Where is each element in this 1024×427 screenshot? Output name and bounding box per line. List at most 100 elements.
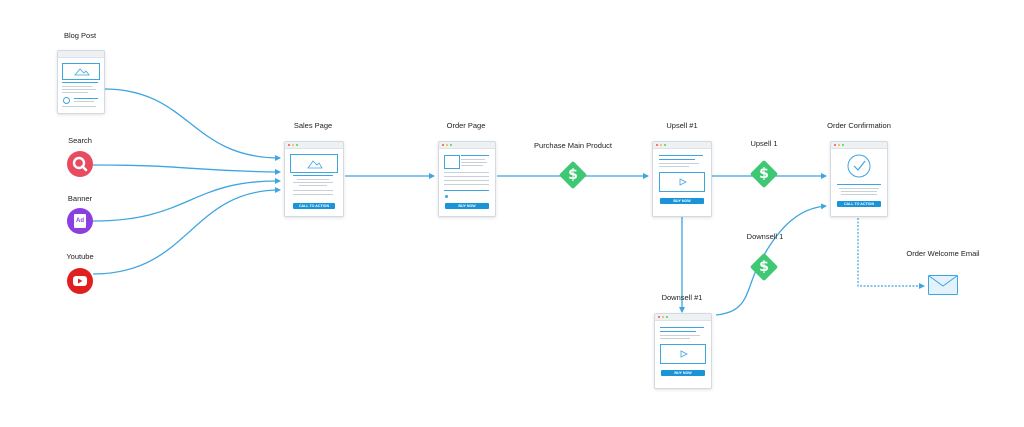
text-line: [74, 98, 98, 100]
downsell-transition-label: Downsell 1: [746, 232, 784, 241]
text-line: [293, 190, 333, 191]
play-icon: [73, 276, 87, 286]
buy-now-button[interactable]: BUY NOW: [660, 198, 704, 204]
text-line: [299, 185, 327, 186]
maximize-dot: [664, 144, 666, 146]
text-line: [62, 86, 92, 87]
image-placeholder-icon: [62, 63, 100, 80]
buy-now-button[interactable]: BUY NOW: [445, 203, 489, 209]
browser-bar: [58, 51, 104, 58]
product-image-icon: [444, 155, 460, 169]
blog-post-label: Blog Post: [63, 31, 97, 40]
sales-page-title: Sales Page: [293, 121, 333, 130]
play-icon: [679, 178, 687, 186]
minimize-dot: [292, 144, 294, 146]
play-icon: [680, 350, 688, 358]
text-line: [659, 159, 695, 161]
image-placeholder-icon: [290, 154, 338, 173]
text-line: [660, 331, 696, 333]
text-line: [461, 165, 483, 166]
welcome-email-label: Order Welcome Email: [906, 249, 980, 258]
text-line: [293, 175, 333, 177]
call-to-action-button[interactable]: CALL TO ACTION: [293, 203, 335, 209]
text-line: [62, 92, 88, 93]
youtube-label: Youtube: [66, 252, 94, 261]
order-confirmation-page[interactable]: CALL TO ACTION: [830, 141, 888, 217]
upsell-page[interactable]: BUY NOW: [652, 141, 712, 217]
text-line: [660, 338, 690, 339]
maximize-dot: [296, 144, 298, 146]
text-line: [659, 155, 703, 157]
text-line: [444, 176, 489, 177]
text-line: [74, 101, 94, 102]
browser-bar: [439, 142, 495, 149]
dollar-icon: $: [759, 259, 769, 275]
close-dot: [658, 316, 660, 318]
buy-now-button[interactable]: BUY NOW: [661, 370, 705, 376]
browser-bar: [655, 314, 711, 321]
search-source-icon[interactable]: [67, 151, 93, 177]
order-confirmation-title: Order Confirmation: [827, 121, 891, 130]
ad-icon: Ad: [74, 214, 86, 228]
text-line: [660, 335, 700, 336]
video-player[interactable]: [659, 172, 705, 192]
browser-bar: [285, 142, 343, 149]
upsell-page-title: Upsell #1: [666, 121, 698, 130]
connector-youtube-to-sales: [92, 187, 281, 275]
text-line: [837, 184, 881, 186]
text-line: [659, 163, 699, 164]
text-line: [841, 191, 877, 192]
connector-confirmation-to-email: [857, 218, 925, 289]
close-dot: [442, 144, 444, 146]
text-line: [444, 180, 489, 181]
minimize-dot: [662, 316, 664, 318]
minimize-dot: [838, 144, 840, 146]
minimize-dot: [660, 144, 662, 146]
browser-bar: [831, 142, 887, 149]
youtube-source-icon[interactable]: [67, 268, 93, 294]
text-line: [62, 89, 96, 90]
close-dot: [288, 144, 290, 146]
close-dot: [656, 144, 658, 146]
text-line: [293, 182, 333, 183]
connector-banner-to-sales: [92, 177, 281, 222]
text-line: [659, 166, 689, 167]
maximize-dot: [450, 144, 452, 146]
envelope-icon[interactable]: [928, 275, 958, 295]
text-line: [62, 82, 98, 84]
order-page[interactable]: BUY NOW: [438, 141, 496, 217]
minimize-dot: [446, 144, 448, 146]
close-dot: [834, 144, 836, 146]
video-player[interactable]: [660, 344, 706, 364]
banner-source-icon[interactable]: Ad: [67, 208, 93, 234]
text-line: [461, 155, 489, 157]
search-label: Search: [68, 136, 92, 145]
text-line: [461, 162, 487, 163]
text-line: [444, 172, 489, 173]
banner-label: Banner: [67, 194, 93, 203]
text-line: [62, 106, 96, 107]
downsell-page[interactable]: BUY NOW: [654, 313, 712, 389]
text-line: [444, 184, 489, 185]
sales-page[interactable]: CALL TO ACTION: [284, 141, 344, 217]
browser-bar: [653, 142, 711, 149]
call-to-action-button[interactable]: CALL TO ACTION: [837, 201, 881, 207]
text-line: [841, 194, 877, 195]
avatar-icon: [63, 97, 70, 104]
connector-blog-to-sales: [103, 88, 281, 161]
dollar-icon: $: [759, 166, 769, 182]
order-page-title: Order Page: [446, 121, 486, 130]
downsell-page-title: Downsell #1: [661, 293, 703, 302]
blog-post-page[interactable]: [57, 50, 105, 114]
text-line: [297, 179, 329, 180]
text-line: [444, 190, 489, 192]
maximize-dot: [842, 144, 844, 146]
dollar-icon: $: [568, 167, 578, 183]
radio-dot: [445, 195, 448, 198]
maximize-dot: [666, 316, 668, 318]
text-line: [293, 194, 333, 195]
text-line: [461, 159, 485, 160]
text-line: [839, 188, 879, 189]
purchase-main-product-label: Purchase Main Product: [534, 141, 612, 150]
